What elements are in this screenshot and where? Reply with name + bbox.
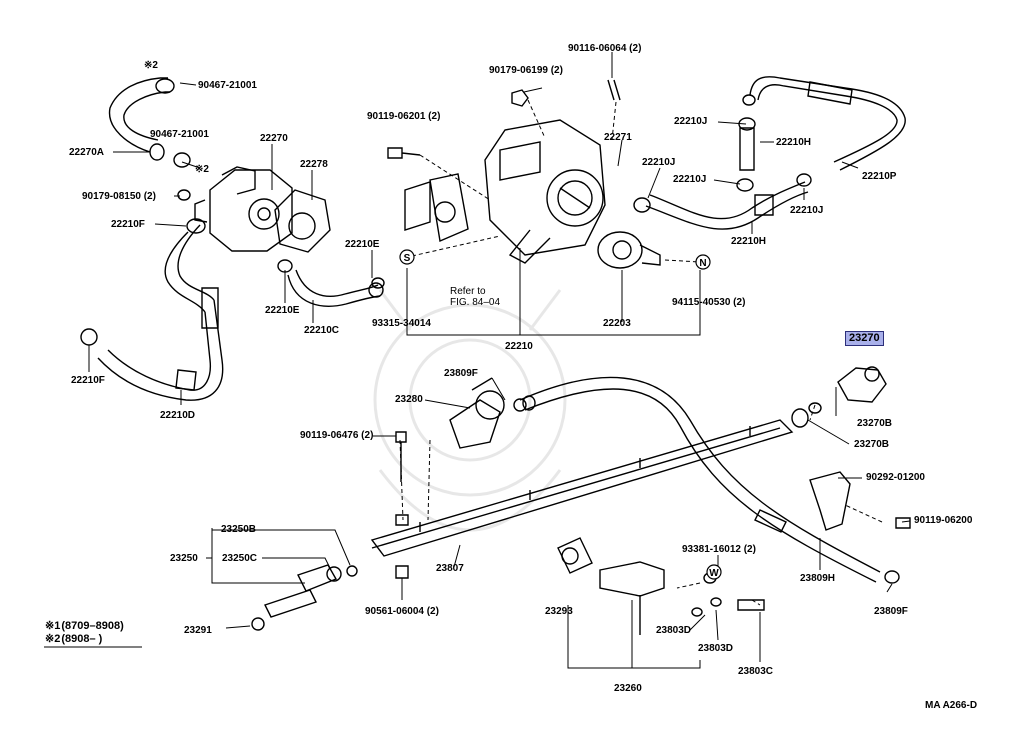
part-label-90119-06200[interactable]: 90119-06200 xyxy=(914,515,973,526)
part-label-93315-34014[interactable]: 93315-34014 xyxy=(372,318,431,329)
part-label-22278[interactable]: 22278 xyxy=(300,159,328,170)
part-label-23809h[interactable]: 23809H xyxy=(800,573,836,584)
right-hose-parts xyxy=(633,76,906,230)
part-label-23250b[interactable]: 23250B xyxy=(221,524,257,535)
part-label-22210e-b[interactable]: 22210E xyxy=(265,305,300,316)
figure-code: MA A266-D xyxy=(925,700,978,711)
part-label-22271[interactable]: 22271 xyxy=(604,132,632,143)
part-label-23807[interactable]: 23807 xyxy=(436,563,464,574)
part-label-90561-06004[interactable]: 90561-06004 (2) xyxy=(365,606,439,617)
part-label-94115-40530[interactable]: 94115-40530 (2) xyxy=(672,297,746,308)
part-label-23250c[interactable]: 23250C xyxy=(222,553,258,564)
part-label-22210j-a[interactable]: 22210J xyxy=(674,116,708,127)
circled-letters xyxy=(399,249,722,580)
part-label-23809f-b[interactable]: 23809F xyxy=(874,606,908,617)
part-label-23270b-a[interactable]: 23270B xyxy=(857,418,893,429)
part-label-22210[interactable]: 22210 xyxy=(505,341,533,352)
part-label-90119-06201[interactable]: 90119-06201 (2) xyxy=(367,111,441,122)
part-label-90116-06064[interactable]: 90116-06064 (2) xyxy=(568,43,642,54)
part-label-90119-06476[interactable]: 90119-06476 (2) xyxy=(300,430,374,441)
part-label-23270b-b[interactable]: 23270B xyxy=(854,439,890,450)
part-label-22210j-b[interactable]: 22210J xyxy=(642,157,676,168)
circle-letter-n: N xyxy=(699,258,706,269)
refer-fig-text[interactable]: FIG. 84–04 xyxy=(450,297,501,308)
circle-letter-w: W xyxy=(709,568,719,579)
part-label-23280[interactable]: 23280 xyxy=(395,394,423,405)
part-label-22270[interactable]: 22270 xyxy=(260,133,288,144)
refer-to-text: Refer to xyxy=(450,286,486,297)
part-label-22210f-a[interactable]: 22210F xyxy=(111,219,145,230)
legend-row-1-text: (8709–8908) xyxy=(61,620,124,632)
part-label-22210e-a[interactable]: 22210E xyxy=(345,239,380,250)
part-label-23260[interactable]: 23260 xyxy=(614,683,642,694)
part-label-90179-06199[interactable]: 90179-06199 (2) xyxy=(489,65,563,76)
fuel-rail-parts xyxy=(251,366,911,635)
part-label-90467-21001-b[interactable]: 90467-21001 xyxy=(150,129,209,140)
part-label-90179-08150[interactable]: 90179-08150 (2) xyxy=(82,191,156,202)
part-label-23250[interactable]: 23250 xyxy=(170,553,198,564)
solid-leaders xyxy=(88,52,911,669)
part-label-22210h-b[interactable]: 22210H xyxy=(731,236,767,247)
part-label-23803c[interactable]: 23803C xyxy=(738,666,774,677)
part-label-22203[interactable]: 22203 xyxy=(603,318,631,329)
part-label-23809f-a[interactable]: 23809F xyxy=(444,368,478,379)
part-label-22210c[interactable]: 22210C xyxy=(304,325,340,336)
part-label-90467-21001-a[interactable]: 90467-21001 xyxy=(198,80,257,91)
part-label-22210f-b[interactable]: 22210F xyxy=(71,375,105,386)
part-label-22210j-d[interactable]: 22210J xyxy=(790,205,824,216)
part-label-note2-top: ※2 xyxy=(144,60,158,71)
part-label-22210h-a[interactable]: 22210H xyxy=(776,137,812,148)
part-label-22270a[interactable]: 22270A xyxy=(69,147,105,158)
part-label-23270-highlighted[interactable]: 23270 xyxy=(845,331,884,346)
part-label-93381-16012[interactable]: 93381-16012 (2) xyxy=(682,544,756,555)
circle-letter-s: S xyxy=(404,253,411,264)
part-label-23293[interactable]: 23293 xyxy=(545,606,573,617)
legend: ※1(8709–8908) ※2(8908– ) xyxy=(45,620,124,646)
part-label-23803d-b[interactable]: 23803D xyxy=(698,643,734,654)
dashed-leaders xyxy=(399,99,883,606)
throttle-body-parts xyxy=(387,79,661,269)
part-label-22210p[interactable]: 22210P xyxy=(862,171,897,182)
legend-row-2-mark: ※2 xyxy=(45,633,61,645)
part-label-note2-mid: ※2 xyxy=(195,164,209,175)
legend-row-1: ※1(8709–8908) xyxy=(45,620,124,633)
legend-row-2-text: (8908– ) xyxy=(61,633,103,645)
part-label-90292-01200[interactable]: 90292-01200 xyxy=(866,472,925,483)
legend-row-2: ※2(8908– ) xyxy=(45,633,124,646)
part-label-23291[interactable]: 23291 xyxy=(184,625,212,636)
part-label-22210d[interactable]: 22210D xyxy=(160,410,196,421)
part-label-22210j-c[interactable]: 22210J xyxy=(673,174,707,185)
legend-row-1-mark: ※1 xyxy=(45,620,61,632)
part-label-23803d-a[interactable]: 23803D xyxy=(656,625,692,636)
